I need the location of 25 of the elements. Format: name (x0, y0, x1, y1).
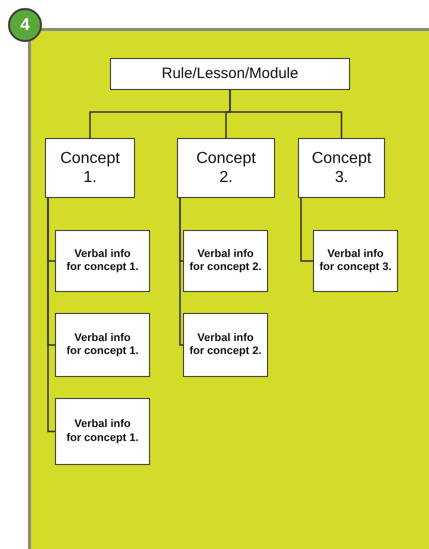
connector-line (300, 198, 313, 262)
info-box (55, 313, 150, 377)
connector-line (229, 90, 342, 138)
panel-background (28, 28, 429, 549)
concept-box (298, 138, 385, 198)
concept-box (45, 138, 135, 198)
concept-box (177, 138, 275, 198)
box-label: Verbal info for concept 1. (65, 248, 140, 274)
box-label: Concept 1. (59, 148, 121, 188)
info-box (313, 230, 398, 292)
info-box (183, 230, 268, 292)
box-label: Rule/Lesson/Module (162, 65, 298, 83)
connector-line (179, 198, 183, 346)
step-number-badge: 4 (8, 8, 42, 42)
info-box (183, 313, 268, 377)
box-label: Verbal info for concept 2. (188, 248, 263, 274)
box-label: Verbal info for concept 1. (65, 332, 140, 358)
box-label: Verbal info for concept 1. (65, 418, 140, 445)
box-label: Verbal info for concept 2. (188, 332, 263, 358)
connector-line (47, 198, 55, 432)
info-box (55, 398, 150, 465)
box-label: Concept 3. (310, 148, 372, 188)
box-label: Concept 2. (195, 148, 257, 188)
box-label: Verbal info for concept 3. (318, 248, 393, 274)
info-box (55, 230, 150, 292)
